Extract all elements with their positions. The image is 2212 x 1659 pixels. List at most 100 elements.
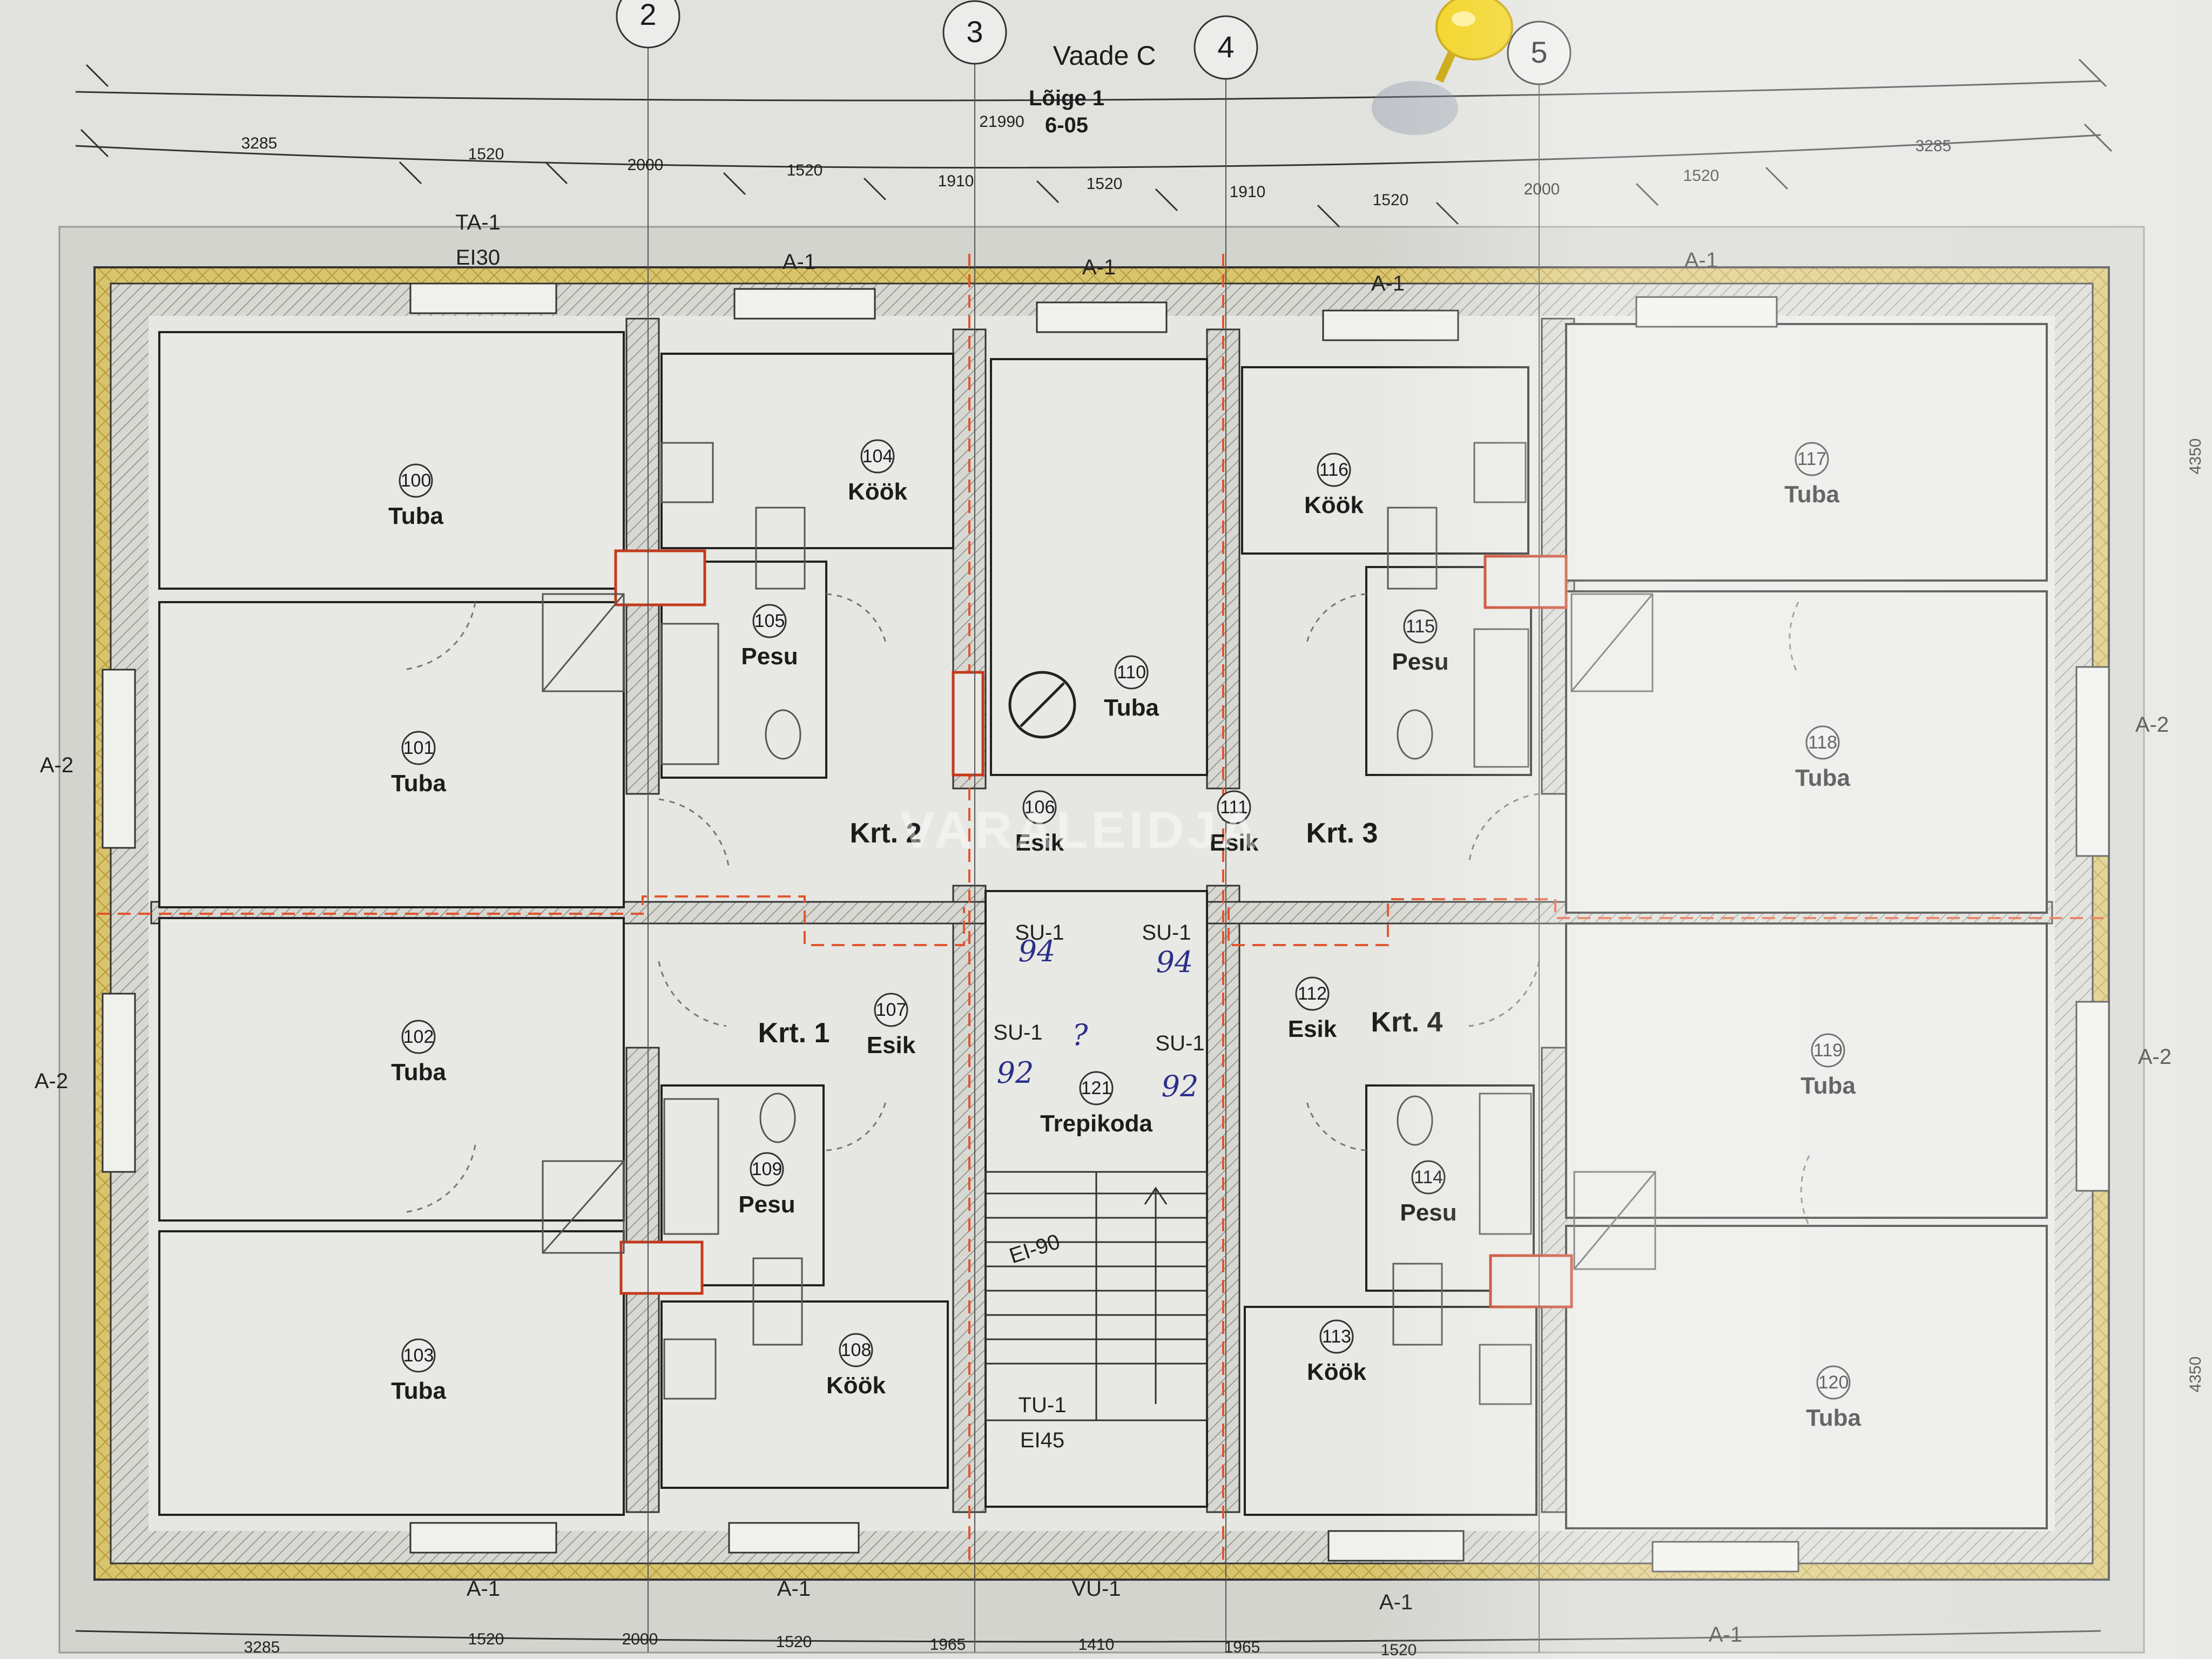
dim-top-2: 1520 <box>468 145 504 163</box>
room-name: Pesu <box>1400 1199 1456 1226</box>
dim-top-11: 3285 <box>1916 137 1952 155</box>
view-title: Vaade C <box>1053 41 1156 71</box>
dim-bottom-8: 1520 <box>1381 1641 1417 1659</box>
window-tag-11: A-2 <box>2135 713 2169 737</box>
room-name: Pesu <box>738 1191 795 1218</box>
handwritten-note-1: 94 <box>1019 934 1056 968</box>
dim-top-3: 2000 <box>628 156 664 174</box>
dim-bottom-2: 1520 <box>468 1630 504 1648</box>
dim-top-4: 1520 <box>787 161 823 179</box>
room-name: Tuba <box>1800 1073 1856 1099</box>
room-number: 115 <box>1406 616 1435 637</box>
room-name: Köök <box>1304 492 1364 518</box>
room-name: Tuba <box>1795 765 1850 791</box>
door-tag-vu1: VU-1 <box>1071 1577 1121 1601</box>
room-name: Esik <box>867 1032 916 1058</box>
window-tag-12: A-2 <box>2138 1045 2171 1069</box>
room-number: 101 <box>403 738 434 758</box>
room-name: Köök <box>1307 1359 1367 1385</box>
dim-top-6: 1520 <box>1087 175 1123 193</box>
handwritten-note-2: 94 <box>1156 945 1193 979</box>
room-name: Tuba <box>1784 481 1839 508</box>
grid-label-3: 3 <box>966 15 983 49</box>
room-name: Tuba <box>391 1378 446 1404</box>
room-name: Esik <box>1288 1016 1337 1042</box>
handwritten-note-4: ? <box>1073 1018 1089 1052</box>
section-ref: 6-05 <box>1045 113 1088 137</box>
room-name: Köök <box>826 1372 886 1399</box>
room-name: Trepikoda <box>1040 1110 1152 1137</box>
watermark-text: VARALEIDJA <box>900 801 1260 859</box>
room-number: 118 <box>1808 732 1837 753</box>
dim-side-2: 4350 <box>2187 1357 2204 1393</box>
window-tag-1: A-1 <box>783 250 816 274</box>
window-tag-7: A-1 <box>1379 1590 1413 1614</box>
dim-top-8: 1520 <box>1373 191 1409 209</box>
room-name: Tuba <box>391 770 446 797</box>
su-tag-2: SU-1 <box>1142 921 1191 945</box>
handwritten-note-5: 92 <box>1162 1069 1199 1103</box>
room-number: 104 <box>862 446 893 467</box>
room-number: 105 <box>754 611 785 631</box>
window-tag-5: A-1 <box>467 1577 500 1601</box>
dim-bottom-4: 1520 <box>776 1633 812 1651</box>
window-tag-2: A-1 <box>1082 255 1116 279</box>
dim-top-9: 2000 <box>1524 180 1560 198</box>
grid-label-4: 4 <box>1217 30 1234 64</box>
dim-bottom-6: 1410 <box>1078 1636 1115 1654</box>
dim-bottom-1: 3285 <box>244 1638 280 1656</box>
dim-bottom-7: 1965 <box>1224 1638 1260 1656</box>
room-name: Pesu <box>741 643 798 670</box>
door-tag-tu1-rating: EI45 <box>1020 1428 1064 1452</box>
room-number: 116 <box>1319 460 1348 480</box>
room-name: Tuba <box>388 503 443 529</box>
section-label: Lõige 1 <box>1029 86 1104 110</box>
room-name: Tuba <box>1104 694 1159 721</box>
room-number: 113 <box>1322 1326 1351 1347</box>
room-name: Tuba <box>1806 1405 1861 1431</box>
room-number: 110 <box>1117 662 1146 683</box>
dim-top-1: 3285 <box>241 134 278 152</box>
room-number: 109 <box>752 1159 783 1179</box>
su-tag-3: SU-1 <box>993 1021 1042 1044</box>
dim-top-10: 1520 <box>1683 167 1719 185</box>
grid-label-5: 5 <box>1530 35 1547 69</box>
door-tag-ta1-rating: EI30 <box>456 246 500 269</box>
apartment-label-krt4: Krt. 4 <box>1371 1007 1443 1038</box>
room-number: 102 <box>403 1027 434 1047</box>
window-tag-6: A-1 <box>777 1577 811 1601</box>
apartment-label-krt1: Krt. 1 <box>758 1017 830 1049</box>
window-tag-10: A-2 <box>35 1069 68 1093</box>
room-number: 107 <box>876 1000 907 1020</box>
room-name: Tuba <box>391 1059 446 1085</box>
window-tag-8: A-1 <box>1709 1623 1742 1647</box>
dim-top-5: 1910 <box>938 172 974 190</box>
grid-label-2: 2 <box>639 0 656 31</box>
dim-side-1: 4350 <box>2187 439 2204 475</box>
door-tag-ta1: TA-1 <box>455 211 501 234</box>
window-tag-4: A-1 <box>1684 248 1718 272</box>
room-number: 108 <box>841 1340 872 1360</box>
room-number: 120 <box>1818 1372 1849 1393</box>
room-number: 114 <box>1414 1167 1443 1188</box>
handwritten-note-3: 92 <box>997 1056 1034 1090</box>
overall-dimension: 21990 <box>979 113 1024 131</box>
su-tag-4: SU-1 <box>1155 1031 1204 1055</box>
dim-bottom-3: 2000 <box>622 1630 658 1648</box>
room-number: 119 <box>1813 1040 1843 1061</box>
window-tag-9: A-2 <box>40 753 73 777</box>
door-tag-tu1: TU-1 <box>1019 1393 1067 1417</box>
apartment-label-krt3: Krt. 3 <box>1306 818 1378 849</box>
dim-top-7: 1910 <box>1230 183 1266 201</box>
window-tag-3: A-1 <box>1371 272 1405 295</box>
dim-bottom-5: 1965 <box>930 1636 966 1654</box>
room-number: 100 <box>401 470 431 491</box>
room-number: 121 <box>1081 1078 1112 1098</box>
room-number: 103 <box>403 1345 434 1366</box>
room-number: 117 <box>1797 449 1826 469</box>
room-number: 112 <box>1298 983 1327 1004</box>
room-name: Köök <box>848 478 908 505</box>
room-name: Pesu <box>1392 649 1448 675</box>
